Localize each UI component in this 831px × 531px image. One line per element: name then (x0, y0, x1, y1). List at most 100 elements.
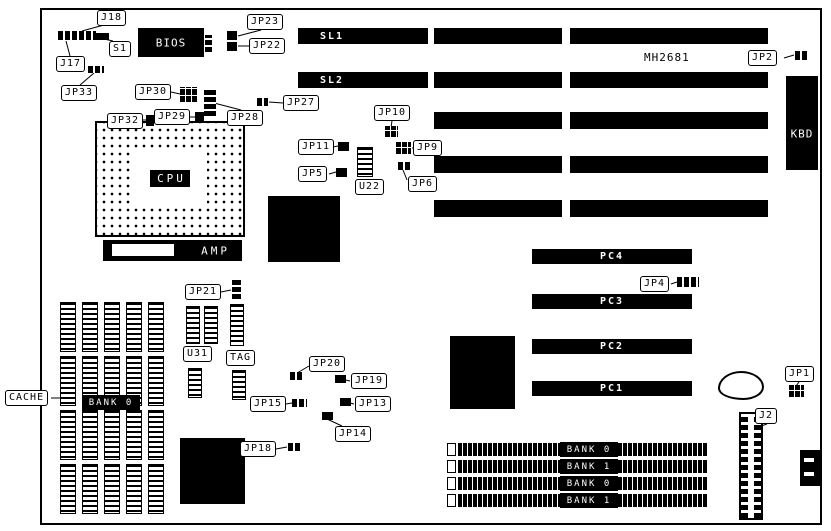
cache-socket-1-3 (60, 410, 76, 460)
label-jp30: JP30 (135, 84, 172, 100)
label-u31: U31 (183, 346, 213, 362)
label-jp5: JP5 (298, 166, 328, 182)
cache-socket-4-2 (126, 356, 142, 406)
power-connector (800, 450, 821, 486)
conn-jp2 (795, 51, 808, 60)
tag-socket-1 (230, 304, 244, 346)
label-jp4: JP4 (640, 276, 670, 292)
simm-clip-1 (447, 443, 456, 456)
slot-row4-right (570, 156, 768, 173)
conn-bios (205, 35, 212, 52)
slot-pc4: PC4 (532, 249, 692, 264)
leader-line-5 (79, 72, 95, 86)
conn-jp15 (292, 399, 307, 407)
label-jp23: JP23 (247, 14, 284, 30)
conn-s1 (96, 33, 109, 40)
leader-line-0 (81, 24, 105, 32)
qfp-chip-c (450, 336, 515, 409)
board-outline (40, 8, 822, 525)
conn-jp4 (677, 277, 699, 287)
leader-line-14 (328, 171, 337, 175)
bank-label-2: BANK 1 (560, 459, 618, 474)
conn-jp13 (340, 398, 351, 406)
conn-jp6 (398, 162, 411, 170)
slot-sl1: SL1 (298, 28, 428, 44)
kbd-connector-label: KBD (790, 127, 814, 141)
amp-bar: AMP (103, 240, 242, 261)
cache-socket-1-1 (60, 302, 76, 352)
conn-jp10 (385, 126, 398, 137)
label-cache: CACHE (5, 390, 49, 406)
cache-socket-3-3 (104, 410, 120, 460)
conn-jp20 (290, 372, 303, 380)
label-s1: S1 (109, 41, 132, 57)
label-jp28: JP28 (227, 110, 264, 126)
cpu-label: CPU (150, 170, 190, 188)
cache-socket-2-4 (82, 464, 98, 514)
conn-jp14 (322, 412, 333, 420)
cache-socket-5-1 (148, 302, 164, 352)
bios-chip-label: BIOS (155, 36, 187, 49)
cache-socket-4-3 (126, 410, 142, 460)
conn-jp9 (396, 142, 411, 154)
bank-label-1: BANK 0 (560, 442, 618, 457)
label-jp10: JP10 (374, 105, 411, 121)
conn-jp30 (180, 87, 198, 102)
conn-jp23 (227, 31, 237, 40)
cache-socket-1-2 (60, 356, 76, 406)
leader-line-23 (326, 418, 343, 427)
cache-socket-5-2 (148, 356, 164, 406)
simm-clip-4 (447, 494, 456, 507)
slot-pc2: PC2 (532, 339, 692, 354)
slot-row4-mid (434, 156, 562, 173)
leader-line-16 (783, 54, 795, 59)
leader-line-2 (65, 40, 71, 57)
label-j17: J17 (56, 56, 86, 72)
leader-line-7 (268, 101, 284, 104)
bios-chip: BIOS (138, 28, 204, 57)
j2-pin-header (739, 412, 763, 520)
qfp-chip-b (180, 438, 245, 504)
conn-jp18 (288, 443, 301, 451)
cache-socket-2-3 (82, 410, 98, 460)
slot-sl2: SL2 (298, 72, 428, 88)
bank-label-cache: BANK 0 (82, 395, 140, 410)
conn-jp32 (146, 115, 154, 126)
cache-socket-4-4 (126, 464, 142, 514)
rounded-outline-component (718, 371, 764, 400)
label-jp11: JP11 (298, 139, 335, 155)
leader-line-17 (220, 289, 232, 293)
amp-label: AMP (201, 244, 230, 257)
slot-row3-mid (434, 112, 562, 129)
kbd-connector: KBD (786, 76, 818, 170)
part-number-text: MH2681 (644, 51, 690, 64)
slot-row2-right (570, 72, 768, 88)
conn-jp11 (338, 142, 349, 151)
label-u22: U22 (355, 179, 385, 195)
label-jp20: JP20 (309, 356, 346, 372)
u31-socket-3 (188, 368, 202, 398)
label-jp13: JP13 (355, 396, 392, 412)
u22-socket (357, 147, 373, 177)
slot-row2-mid (434, 72, 562, 88)
conn-jp1 (789, 385, 804, 397)
label-j18: J18 (97, 10, 127, 26)
label-jp9: JP9 (413, 140, 443, 156)
leader-line-18 (670, 281, 678, 285)
slot-row1-right (570, 28, 768, 44)
bank-label-3: BANK 0 (560, 476, 618, 491)
cache-socket-3-1 (104, 302, 120, 352)
label-tag: TAG (226, 350, 256, 366)
cpu-center: CPU (133, 152, 207, 206)
cache-socket-5-3 (148, 410, 164, 460)
slot-row5-right (570, 200, 768, 217)
leader-line-3 (237, 29, 262, 37)
label-jp19: JP19 (351, 373, 388, 389)
tag-socket-2 (232, 370, 246, 400)
simm-clip-3 (447, 477, 456, 490)
leader-line-6 (170, 91, 181, 95)
label-jp21: JP21 (185, 284, 222, 300)
leader-line-19 (296, 365, 310, 374)
conn-jp28 (204, 89, 216, 116)
